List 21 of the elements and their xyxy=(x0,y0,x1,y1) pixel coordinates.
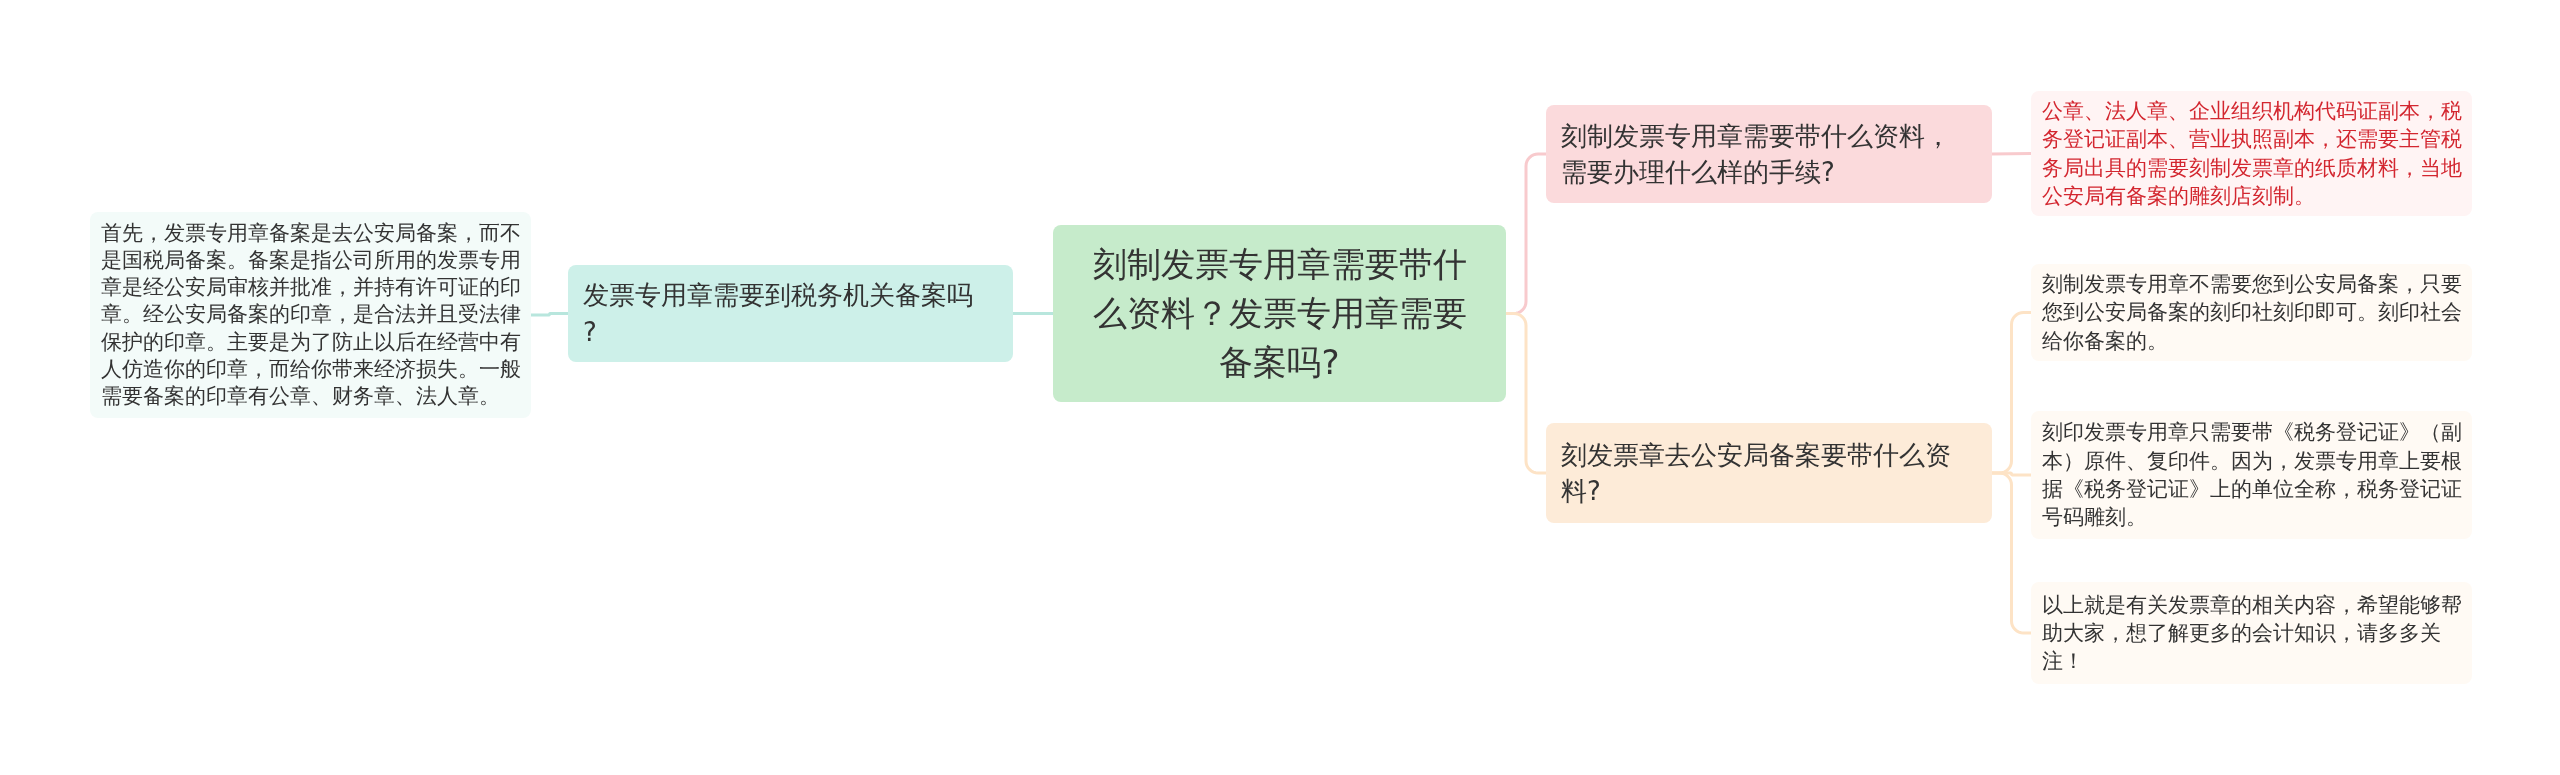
note-text: 以上就是有关发票章的相关内容，希望能够帮助大家，想了解更多的会计知识，请多多关注！ xyxy=(2042,591,2462,676)
note-card xyxy=(2031,411,2472,539)
note-text: 刻印发票专用章只需要带《税务登记证》（副本）原件、复印件。因为，发票专用章上要根据《税务登记证》上的单位全称，税务登记证号码雕刻。 xyxy=(2042,419,2462,532)
subtopic-text: 发票专用章需要到税务机关备案吗? xyxy=(583,279,974,349)
note-text: 刻制发票专用章不需要您到公安局备案，只要您到公安局备案的刻印社刻印即可。刻印社会给你备案的。 xyxy=(2042,271,2462,355)
subtopic-box xyxy=(1546,423,1992,523)
note-card xyxy=(2031,582,2472,684)
connector-line xyxy=(1992,471,2031,635)
note-text: 公章、法人章、企业组织机构代码证副本，税务登记证副本、营业执照副本，还需要主管税务局出具的需要刻制发票章的纸质材料，当地公安局有备案的雕刻店刻制。 xyxy=(2042,97,2462,210)
subtopic-box xyxy=(568,265,1013,362)
connector-line xyxy=(1013,312,1053,315)
subtopic-box xyxy=(1546,105,1992,203)
subtopic-text: 刻发票章去公安局备案要带什么资料? xyxy=(1561,438,1952,508)
connector-line xyxy=(531,312,568,317)
note-text: 首先，发票专用章备案是去公安局备案，而不是国税局备案。备案是指公司所用的发票专用章是经公安局审核并批准，并持有许可证的印章。经公安局备案的印章，是合法并且受法律保护的印章。主要是为了防止以后在经营中有人仿造你的印章，而给你带来经济损失。一般需要备案的印章有公章、财务章、法人章。 xyxy=(101,219,521,411)
connector-line xyxy=(1991,152,2032,156)
topic-text: 刻制发票专用章需要带什么资料？发票专用章需要备案吗? xyxy=(1091,242,1468,385)
subtopic-text: 刻制发票专用章需要带什么资料，需要办理什么样的手续? xyxy=(1561,119,1952,189)
connector-line xyxy=(1506,312,1546,475)
note-card xyxy=(2031,264,2472,361)
central-topic-box xyxy=(1053,225,1506,402)
